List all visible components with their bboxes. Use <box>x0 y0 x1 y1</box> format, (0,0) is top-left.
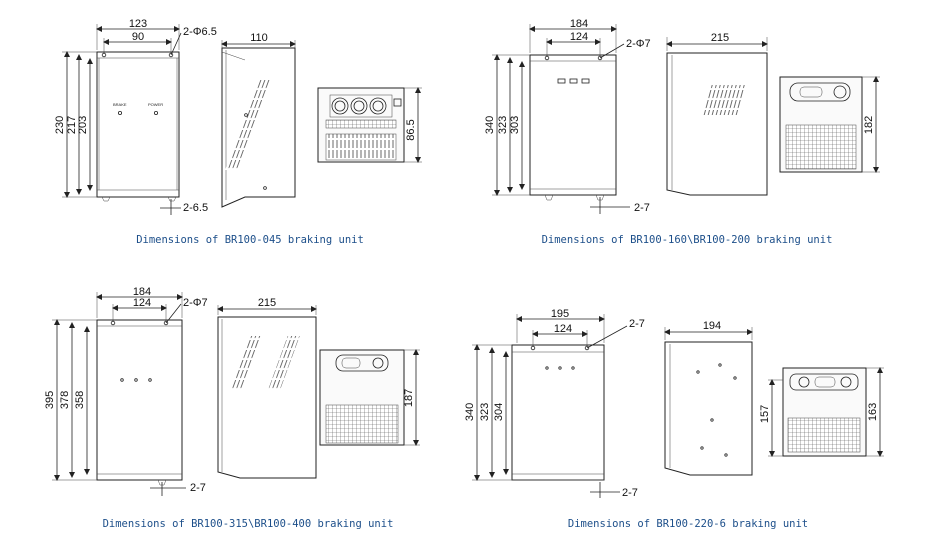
side-housing <box>664 341 753 476</box>
side-housing <box>221 47 296 208</box>
front-housing <box>96 319 183 481</box>
dim-side-depth: 110 <box>250 32 268 44</box>
dim-height-mid: 323 <box>497 116 509 134</box>
dim-hole-spec-top: 2-Φ6.5 <box>183 26 217 38</box>
dim-bottom-height: 86.5 <box>405 119 417 140</box>
dim-bottom-height-b: 163 <box>867 403 879 421</box>
panel-br100-160-200: 184 124 2-Φ7 340 323 303 2-7 215 <box>484 18 880 246</box>
dim-height-mid: 217 <box>66 116 78 134</box>
front-view <box>96 319 183 486</box>
brake-led <box>118 111 123 116</box>
dim-front-width: 123 <box>129 18 147 30</box>
dim-height-total: 340 <box>464 403 476 421</box>
dim-hole-spec-top: 2-7 <box>629 318 645 330</box>
dim-height-inner: 358 <box>74 391 86 409</box>
front-view <box>529 54 617 201</box>
dim-side-depth: 215 <box>711 32 729 44</box>
dim-hole-spacing: 90 <box>132 31 144 43</box>
dim-hole-spacing: 124 <box>570 31 588 43</box>
label-brake: BRAKE <box>113 102 127 107</box>
bottom-view: 86.5 <box>317 87 422 163</box>
dim-height-total: 230 <box>54 116 66 134</box>
bottom-view: 157 163 <box>759 367 884 457</box>
side-view: 215 <box>217 297 317 479</box>
dim-height-inner: 304 <box>493 403 505 421</box>
caption-br100-045: Dimensions of BR100-045 braking unit <box>136 234 364 246</box>
dim-side-depth: 194 <box>703 320 721 332</box>
dim-hole-spec-bottom: 2-7 <box>634 202 650 214</box>
dim-hole-spec-bottom: 2-7 <box>622 487 638 499</box>
power-led <box>153 111 158 116</box>
front-housing <box>529 54 617 196</box>
dim-front-width: 195 <box>551 308 569 320</box>
side-view: 215 <box>666 32 768 196</box>
dim-hole-spec-top: 2-Φ7 <box>626 38 651 50</box>
mount-hole-right <box>168 52 174 58</box>
dim-front-width: 184 <box>570 18 588 30</box>
dim-bottom-height: 182 <box>863 116 875 134</box>
bottom-fins <box>325 133 397 161</box>
dim-height-total: 395 <box>44 391 56 409</box>
dim-hole-spec-bottom: 2-6.5 <box>183 202 208 214</box>
dim-height-mid: 378 <box>59 391 71 409</box>
side-vents <box>225 80 272 170</box>
dim-hole-spacing: 124 <box>554 323 572 335</box>
dim-hole-spec-bottom: 2-7 <box>190 482 206 494</box>
caption-br100-220-6: Dimensions of BR100-220-6 braking unit <box>568 518 808 530</box>
dim-hole-spec-top: 2-Φ7 <box>183 297 208 309</box>
caption-br100-160-200: Dimensions of BR100-160\BR100-200 brakin… <box>542 234 833 246</box>
dim-side-depth: 215 <box>258 297 276 309</box>
bottom-grille <box>785 124 857 170</box>
front-housing <box>96 51 180 198</box>
mount-hole-left <box>101 52 107 58</box>
panel-br100-315-400: 184 124 2-Φ7 395 378 358 2-7 215 <box>44 286 420 530</box>
front-view: BRAKE POWER <box>96 51 180 202</box>
dim-height-inner: 303 <box>509 116 521 134</box>
front-housing <box>511 344 605 481</box>
side-view: 110 <box>221 32 296 208</box>
caption-br100-315-400: Dimensions of BR100-315\BR100-400 brakin… <box>103 518 394 530</box>
dim-height-mid: 323 <box>479 403 491 421</box>
side-housing <box>217 316 317 479</box>
front-view <box>511 344 605 481</box>
dim-height-total: 340 <box>484 116 496 134</box>
dim-front-width: 184 <box>133 286 151 298</box>
bottom-view: 182 <box>779 76 880 173</box>
dim-bottom-height: 187 <box>403 389 415 407</box>
panel-br100-220-6: 195 124 2-7 340 323 304 2-7 194 <box>464 308 884 530</box>
dim-height-inner: 203 <box>77 116 89 134</box>
terminal-2 <box>350 97 368 115</box>
dim-bottom-height-a: 157 <box>759 405 771 423</box>
panel-br100-045: BRAKE POWER 123 90 2-Φ6.5 230 217 203 2-… <box>54 18 422 246</box>
terminal-1 <box>331 97 349 115</box>
dim-hole-spacing: 124 <box>133 297 151 309</box>
terminal-3 <box>369 97 387 115</box>
bottom-view: 187 <box>319 349 420 446</box>
side-housing <box>666 52 768 196</box>
label-power: POWER <box>148 102 163 107</box>
side-view: 194 <box>664 320 753 476</box>
